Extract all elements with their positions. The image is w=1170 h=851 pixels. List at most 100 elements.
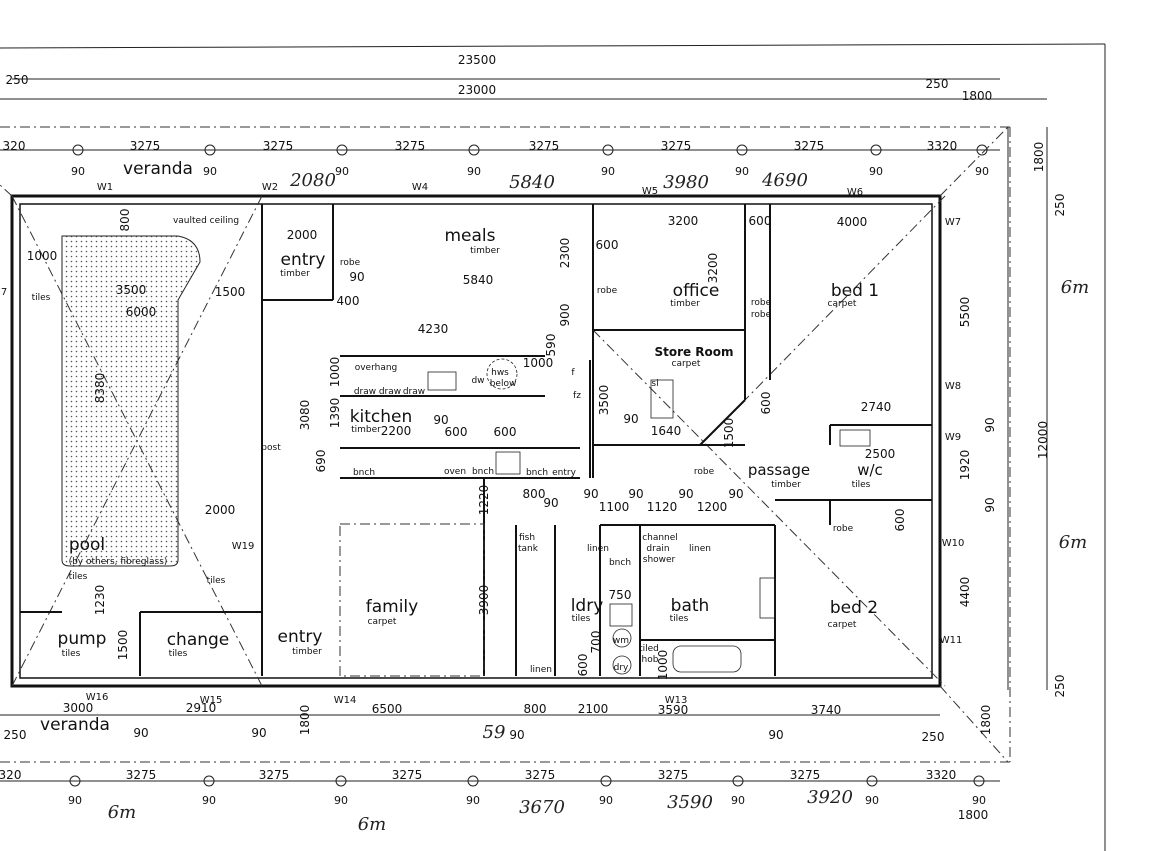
rooms-pool-floor: tiles [69,572,88,582]
dims-south-7: 250 [4,728,27,742]
dims-interior-1: 1000 [27,249,58,263]
dims-row-top-gaps-6: 90 [869,165,883,178]
dims-east-0: 1800 [1032,142,1046,173]
dims-row-bottom-3: 3275 [392,768,423,782]
dims-top-1: 23000 [458,83,496,97]
dims-east-6: 90 [983,497,997,512]
dims-interior-13: 5840 [463,273,494,287]
inner-wall [19,203,933,679]
dimension-node [732,775,744,787]
rooms-bed1: bed 1 [831,281,879,301]
roof-hip-line [939,126,1009,197]
dims-interior-8: 1500 [116,630,130,661]
dims-south-13: 250 [922,730,945,744]
handwritten-1: 5840 [509,172,555,193]
dimension-node [203,775,215,787]
wc-basin [839,429,871,447]
rooms-kitchen: kitchen [350,407,413,427]
store-sink [650,379,674,419]
fixtures-9: draw [379,387,401,397]
dims-interior-19: 4230 [418,322,449,336]
dims-south-9: 90 [251,726,266,740]
windows-12: W15 [200,695,223,706]
dims-south-12: 90 [768,728,783,742]
dims-row-bottom-gaps-8: 1800 [958,808,989,822]
rooms-wc: w/c [857,461,883,479]
dims-row-top-gaps-1: 90 [203,165,217,178]
fixtures-20: bnch [472,467,494,477]
dims-interior-18: 4000 [837,215,868,229]
windows-9: W11 [940,635,963,646]
fixtures-7: overhang [355,363,398,373]
dims-row-bottom-gaps-1: 90 [202,794,216,807]
dimension-node [976,144,988,156]
interior-wall [699,399,746,446]
fixtures-27: drain [646,544,669,554]
dims-top-4: 1800 [962,89,993,103]
windows-8: W10 [942,538,965,549]
rooms-pump: pump [58,629,107,649]
dims-interior-21: 590 [544,334,558,357]
fixtures-12: hws [491,368,509,378]
dims-row-top-3: 3275 [395,139,426,153]
dims-interior-27: 90 [433,413,448,427]
dims-row-top-4: 3275 [529,139,560,153]
dryer [612,655,632,675]
pool-shape [61,235,201,567]
bath-vanity [759,577,776,619]
fixtures-25: linen [587,544,609,554]
windows-1: W2 [262,182,278,193]
washing-machine [612,628,632,648]
rooms-office: office [673,281,720,301]
rooms-bath: bath [671,596,710,616]
rooms-store: Store Room [654,345,733,359]
rooms-entry-front-floor: timber [280,269,310,279]
windows-0: W1 [97,182,113,193]
fixtures-13: below [490,379,517,389]
dims-interior-5: 8380 [93,373,107,404]
fixtures-35: linen [530,665,552,675]
windows-6: W8 [945,381,961,392]
dims-interior-0: 800 [118,209,132,232]
dims-interior-3: 1500 [215,285,246,299]
windows-10: W13 [665,695,688,706]
fixtures-34: dry [614,663,629,673]
dims-interior-17: 600 [749,214,772,228]
dims-interior-26: 2200 [381,424,412,438]
rooms-store-floor: carpet [672,359,701,369]
dims-row-bottom-4: 3275 [525,768,556,782]
windows-5: W7 [945,217,961,228]
fixtures-1: robe [340,258,361,268]
roof-hip-line [592,329,946,687]
dims-interior-9: 2000 [287,228,318,242]
fixtures-3: robe [751,298,772,308]
dimension-node [468,144,480,156]
dims-south-3: 800 [524,702,547,716]
dims-row-bottom-1: 3275 [126,768,157,782]
dimension-node [600,775,612,787]
fixtures-23: fish [519,533,535,543]
rooms-bath-floor: tiles [670,614,689,624]
rooms-ldry: ldry [571,596,604,616]
fixtures-19: oven [444,467,466,477]
fixtures-33: hob [642,655,659,665]
rooms-change: change [167,630,230,650]
handwritten-3: 4690 [761,170,808,191]
page-border-top [0,43,1106,49]
laundry-tub [609,603,633,627]
fixtures-8: draw [354,387,376,397]
dims-interior-37: 2500 [865,447,896,461]
dims-south-11: 90 [509,728,524,742]
dims-interior-45: 1120 [647,500,678,514]
dims-interior-32: 600 [759,392,773,415]
rooms-pool-room-floor-a: tiles [32,293,51,303]
dims-row-bottom-gaps-2: 90 [334,794,348,807]
rooms-veranda-bottom: veranda [40,715,110,735]
windows-4: W6 [847,187,863,198]
fixtures-24: tank [518,544,539,554]
rooms-entry-side: entry [278,627,323,647]
dims-interior-49: 750 [609,588,632,602]
rooms-family-floor: carpet [368,617,397,627]
dims-row-bottom-gaps-5: 90 [731,794,745,807]
handwritten-5: 6m [1059,532,1088,553]
